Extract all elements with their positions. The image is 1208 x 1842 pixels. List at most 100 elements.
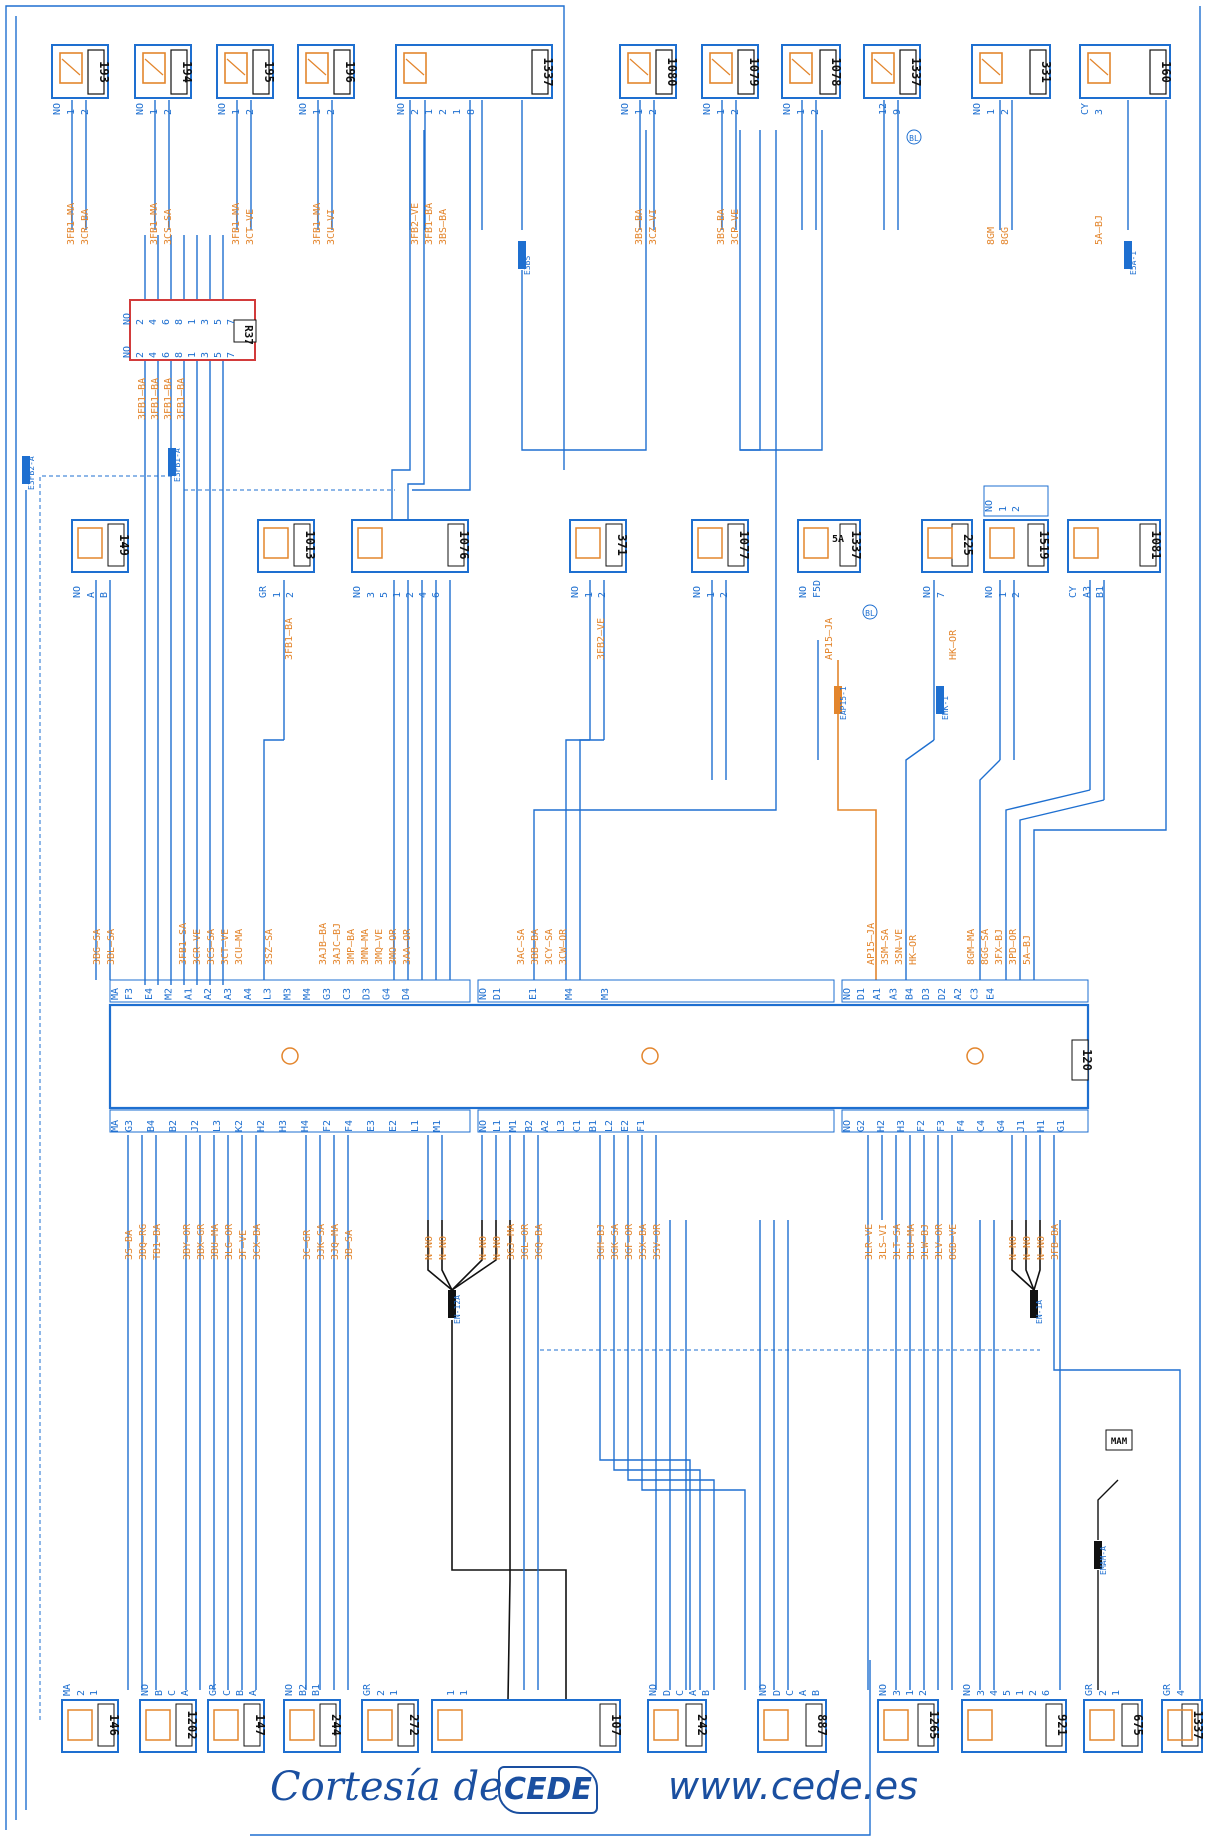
wire-label: N—NO: [438, 1236, 449, 1260]
component-number-box: [175, 1703, 193, 1747]
pin-label: 7: [226, 319, 237, 325]
component-number: 196: [343, 61, 357, 83]
ground-label: NO: [984, 586, 995, 598]
wire-segment: [740, 130, 823, 451]
splice-label: E3FB1-A: [173, 448, 182, 482]
pin-label: A1: [872, 988, 883, 1000]
wire-label: 3CS—SA: [163, 209, 174, 245]
component-number-box: [805, 1703, 823, 1747]
component-number-box: [1121, 1703, 1139, 1747]
pin-label: 2: [1028, 1690, 1039, 1696]
wire-label: 3CU—VI: [326, 209, 337, 245]
component-number: 272: [407, 1714, 421, 1736]
pin-label: B2: [168, 1120, 179, 1132]
component-number-box: [333, 49, 351, 95]
component-symbol: [357, 527, 383, 559]
component-number-box: [737, 49, 755, 95]
wire-label: 3MP—BA: [346, 929, 357, 965]
pin-label: B4: [905, 988, 916, 1000]
splice-label: E3FB2-A: [27, 456, 36, 490]
component-number-box: [531, 49, 549, 95]
component-symbol: [653, 1709, 679, 1741]
pin-label: 2: [1011, 592, 1022, 598]
ground-label: MA: [62, 1684, 73, 1696]
wire-label: 5A—BJ: [1094, 215, 1105, 245]
wire-label: AP15—JA: [866, 923, 877, 965]
ground-label: NO: [298, 103, 309, 115]
ground-label: NO: [620, 103, 631, 115]
pin-label: B4: [146, 1120, 157, 1132]
pin-label: E3: [366, 1120, 377, 1132]
component-symbol: [979, 52, 1003, 84]
component-symbol: [1089, 58, 1109, 76]
pin-label: 4: [148, 352, 159, 358]
wire-label: 3MO—OR: [388, 928, 399, 965]
wire-label: 3BX—GR: [196, 1223, 207, 1260]
component-number-box: [293, 523, 311, 567]
pin-label: F2: [916, 1120, 927, 1132]
component-number-box: [839, 523, 857, 567]
mam-label: MAM: [1111, 1437, 1128, 1447]
pin-label: 2: [597, 592, 608, 598]
pin-label: 1: [312, 109, 323, 115]
wire-segment: [441, 1220, 453, 1291]
wire-label: 3BL—SA: [106, 929, 117, 965]
pin-label: 2: [810, 109, 821, 115]
wire-label: 3CS—SA: [206, 929, 217, 965]
bsi-top-connector: [841, 979, 1089, 1003]
pin-label: 2: [405, 592, 416, 598]
pin-label: 4: [989, 1690, 1000, 1696]
ground-label: GR: [208, 1683, 219, 1696]
component-107: [431, 1699, 621, 1753]
wire-label: 3BB—BA: [530, 929, 541, 965]
wire-label: 8GD—VE: [948, 1224, 959, 1260]
pin-label: J1: [1016, 1120, 1027, 1132]
wire-label: 3BS—BA: [634, 209, 645, 245]
wire-label: TB1—BA: [152, 1224, 163, 1260]
pin-label: M1: [432, 1120, 443, 1132]
bsi-id-box: [1071, 1039, 1089, 1081]
component-number: 1519: [1037, 531, 1051, 560]
component-number-box: [685, 1703, 703, 1747]
pin-label: 8: [174, 319, 185, 325]
tag-circle: [862, 604, 878, 620]
wire-segment: [627, 1220, 715, 1690]
website-link[interactable]: www.cede.es: [668, 1764, 918, 1808]
component-number-box: [1149, 49, 1167, 95]
component-symbol: [627, 52, 651, 84]
component-number-box: [97, 1703, 115, 1747]
fuse-label: 5A: [832, 534, 844, 545]
pin-label: 2: [80, 109, 91, 115]
splice-label: EAP15-1: [839, 686, 848, 720]
component-number: 193: [97, 61, 111, 83]
pin-label: D1: [856, 988, 867, 1000]
component-symbol: [67, 1709, 93, 1741]
ground-label: GR: [1162, 1683, 1173, 1696]
ground-label: NO: [842, 988, 853, 1000]
component-symbol: [145, 1709, 171, 1741]
component-number-box: [599, 1703, 617, 1747]
component-number: 107: [609, 1714, 623, 1736]
pin-label: 2: [326, 109, 337, 115]
wire-label: 3FB2—VE: [410, 203, 421, 245]
pin-label: 1: [66, 109, 77, 115]
ground-label: NO: [972, 103, 983, 115]
pin-label: D2: [937, 988, 948, 1000]
component-symbol: [226, 58, 246, 76]
component-symbol: [213, 1709, 239, 1741]
wire-segment: [507, 1220, 511, 1701]
component-number-box: [319, 1703, 337, 1747]
component-number: 1077: [737, 531, 751, 560]
component-number-box: [1029, 49, 1047, 95]
wire-label: 3CW—OR: [558, 928, 569, 965]
tag-circle: [906, 129, 922, 145]
bsi-bottom-connector: [109, 1109, 471, 1133]
wire-label: 3CU—MA: [234, 929, 245, 965]
component-symbol: [709, 52, 733, 84]
splice-E3FB1-A: [168, 448, 176, 476]
pin-label: B: [701, 1690, 712, 1696]
pin-label: M3: [600, 988, 611, 1000]
wire-label: 3FB2—VE: [596, 618, 607, 660]
wire-label: 3FB1—BA: [176, 378, 187, 420]
pin-label: E2: [620, 1120, 631, 1132]
